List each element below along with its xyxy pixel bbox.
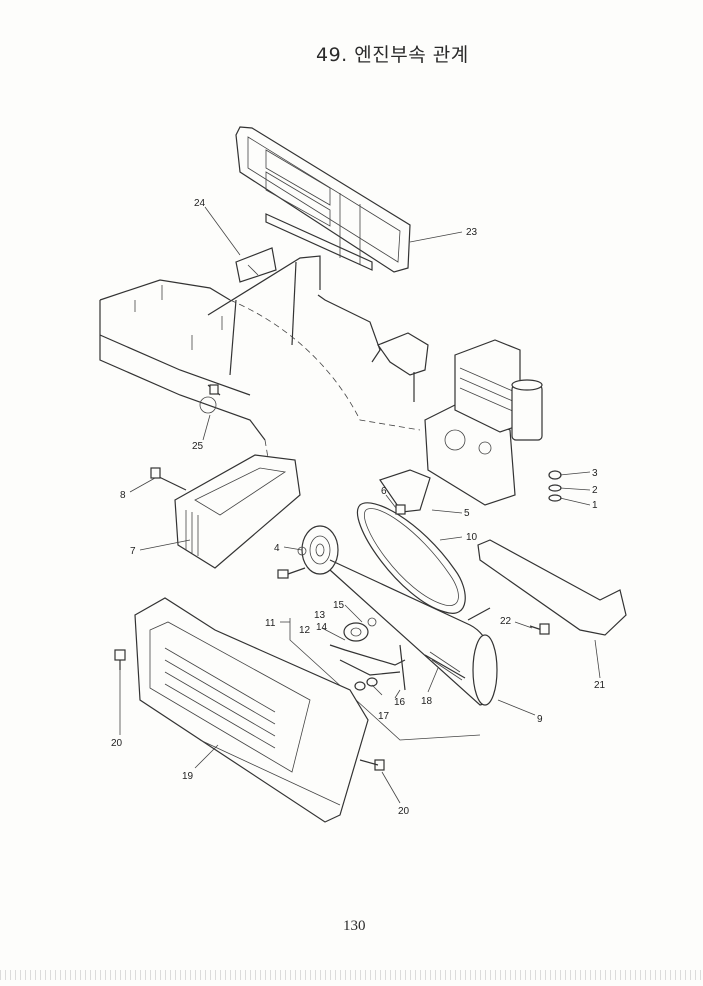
part-label-6: 6 [381, 486, 387, 497]
part-label-19: 19 [182, 771, 194, 782]
bolt-25 [207, 384, 221, 396]
part-label-4: 4 [274, 543, 280, 554]
page-number: 130 [343, 918, 366, 934]
cover-box-7 [174, 454, 301, 569]
part-label-21: 21 [594, 680, 606, 691]
part-label-20-right: 20 [398, 806, 410, 817]
mount-bracket [377, 332, 429, 402]
page-title: 49. 엔진부속 관계 [316, 44, 469, 66]
part-label-20-left: 20 [111, 738, 123, 749]
part-label-2: 2 [592, 485, 598, 496]
part-label-15: 15 [333, 600, 345, 611]
part-label-11: 11 [265, 618, 276, 629]
tensioner-assembly [289, 617, 481, 741]
grille-panel-23 [235, 126, 411, 273]
scan-artifact-strip [0, 970, 703, 980]
tension-bracket-5 [379, 469, 431, 515]
part-label-14: 14 [316, 622, 328, 633]
bolt-20-right [359, 759, 385, 771]
part-label-5: 5 [464, 508, 470, 519]
part-label-13: 13 [314, 610, 326, 621]
nut-washer-set [548, 470, 562, 502]
part-label-12: 12 [299, 625, 311, 636]
part-label-10: 10 [466, 532, 478, 543]
part-label-18: 18 [421, 696, 433, 707]
belt-9 [329, 559, 498, 706]
part-label-25: 25 [192, 441, 204, 452]
belt-10 [357, 502, 466, 614]
part-label-7: 7 [130, 546, 136, 557]
machine-body-frame [99, 279, 421, 471]
belt-guard-21 [477, 539, 627, 636]
engine-block [424, 339, 543, 506]
part-label-9: 9 [537, 714, 543, 725]
part-label-1: 1 [592, 500, 598, 511]
bolt-8 [150, 467, 187, 491]
pulley-4 [277, 525, 339, 579]
part-label-24: 24 [194, 198, 206, 209]
part-label-17: 17 [378, 711, 390, 722]
front-cover-19 [134, 597, 369, 823]
bolt-20-left [114, 649, 126, 670]
part-label-23: 23 [466, 227, 478, 238]
frame-bracket-24 [207, 247, 381, 376]
part-label-3: 3 [592, 468, 598, 479]
part-label-8: 8 [120, 490, 126, 501]
bolt-22 [467, 607, 550, 635]
part-label-22: 22 [500, 616, 512, 627]
leader-lines [119, 206, 601, 804]
part-label-16: 16 [394, 697, 406, 708]
